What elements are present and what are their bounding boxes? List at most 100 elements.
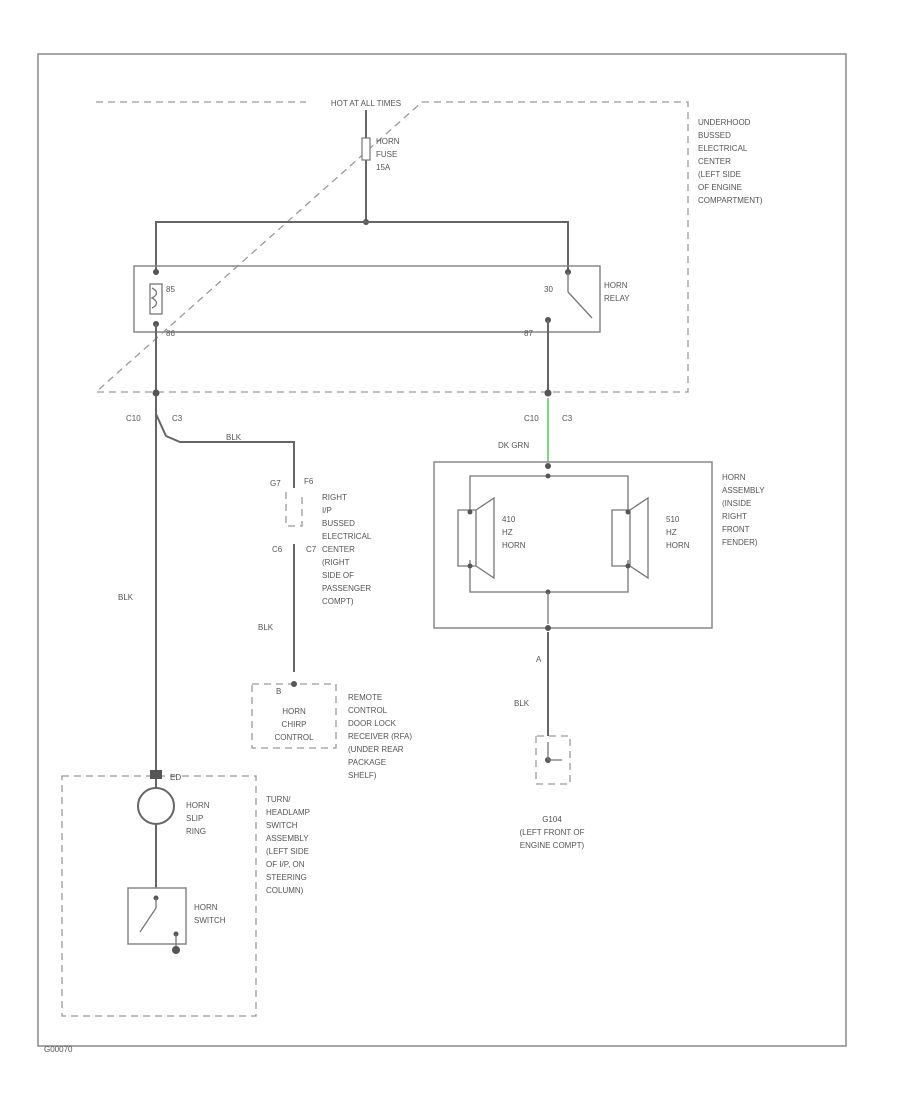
relay-pin-86-label: 86 (166, 329, 175, 338)
right-connector-c1: C10 (524, 414, 539, 423)
ip-pin-b: F6 (304, 477, 314, 486)
horn-pin-a-label: A (536, 655, 542, 664)
high-horn-label-3: HORN (666, 541, 690, 550)
ground-id: G104 (542, 815, 562, 824)
left-connector-c2: C3 (172, 414, 183, 423)
chirp-desc-4: RECEIVER (RFA) (348, 732, 412, 741)
low-horn-label-1: 410 (502, 515, 516, 524)
blk-wire-label-left: BLK (118, 593, 134, 602)
left-connector-pin (152, 389, 160, 397)
fuse-label-1: HORN (376, 137, 400, 146)
horn-assembly-line-4: RIGHT (722, 512, 747, 521)
underhood-center-line-6: OF ENGINE (698, 183, 742, 192)
horn-switch-label-2: SWITCH (194, 916, 226, 925)
assembly-line-1: TURN/ (266, 795, 291, 804)
relay-pin-87-label: 87 (524, 329, 533, 338)
right-connector-pin (544, 389, 552, 397)
ip-line-1: RIGHT (322, 493, 347, 502)
high-horn-pin-top (625, 509, 631, 515)
relay-pin-85-label: 85 (166, 285, 175, 294)
ground-line-2: ENGINE COMPT) (520, 841, 585, 850)
horn-assembly-line-1: HORN (722, 473, 746, 482)
horn-relay (133, 265, 601, 333)
assembly-line-7: STEERING (266, 873, 307, 882)
ground-line-1: (LEFT FRONT OF (519, 828, 584, 837)
diagram-frame (37, 53, 847, 1047)
slip-ring-pin-label: ED (170, 773, 181, 782)
high-horn-label-1: 510 (666, 515, 680, 524)
fuse-label-3: 15A (376, 163, 391, 172)
horn-switch-ground (172, 946, 180, 954)
relay-label-2: RELAY (604, 294, 630, 303)
assembly-line-4: ASSEMBLY (266, 834, 309, 843)
horn-assembly-pin-bottom (545, 625, 551, 631)
chirp-desc-7: SHELF) (348, 771, 377, 780)
slip-ring-label-2: SLIP (186, 814, 203, 823)
relay-coil (149, 283, 163, 315)
chirp-desc-3: DOOR LOCK (348, 719, 397, 728)
chirp-desc-6: PACKAGE (348, 758, 386, 767)
chirp-desc-1: REMOTE (348, 693, 382, 702)
high-horn-label-2: HZ (666, 528, 677, 537)
right-connector-c2: C3 (562, 414, 573, 423)
power-label: HOT AT ALL TIMES (331, 99, 401, 108)
assembly-line-8: COLUMN) (266, 886, 304, 895)
horn-switch-label-1: HORN (194, 903, 218, 912)
horn-fuse (361, 137, 371, 161)
slip-ring-label-3: RING (186, 827, 206, 836)
left-connector-c1: C10 (126, 414, 141, 423)
ground-symbol (547, 742, 562, 761)
ip-center-outline (285, 492, 303, 527)
slip-ring-connector (150, 770, 162, 779)
horn-switch (127, 887, 187, 945)
blk-wire-label-mid: BLK (258, 623, 274, 632)
horn-chirp-label-1: HORN (282, 707, 306, 716)
blk-wire-label-ground: BLK (514, 699, 530, 708)
ip-line-3: BUSSED (322, 519, 355, 528)
relay-contact-arm (567, 291, 593, 319)
relay-coil-winding (150, 287, 158, 309)
underhood-center-line-3: ELECTRICAL (698, 144, 748, 153)
underhood-center-line-2: BUSSED (698, 131, 731, 140)
horn-chirp-pin (291, 681, 297, 687)
ip-line-4: ELECTRICAL (322, 532, 372, 541)
ip-line-9: COMPT) (322, 597, 354, 606)
assembly-line-5: (LEFT SIDE (266, 847, 309, 856)
relay-pin-85 (153, 269, 159, 275)
ip-line-7: SIDE OF (322, 571, 354, 580)
horn-assembly-line-6: FENDER) (722, 538, 758, 547)
horn-slip-ring (137, 787, 175, 825)
horn-assembly-pin-top (545, 463, 551, 469)
underhood-center-line-7: COMPARTMENT) (698, 196, 763, 205)
low-horn-pin-top (467, 509, 473, 515)
horn-switch-contact (139, 907, 157, 933)
horn-assembly-line-5: FRONT (722, 525, 750, 534)
relay-label-1: HORN (604, 281, 628, 290)
horn-assembly (433, 461, 713, 629)
assembly-line-2: HEADLAMP (266, 808, 310, 817)
ip-line-8: PASSENGER (322, 584, 371, 593)
ip-line-6: (RIGHT (322, 558, 350, 567)
slip-ring-label-1: HORN (186, 801, 210, 810)
ip-connector-a: C6 (272, 545, 283, 554)
ip-line-5: CENTER (322, 545, 355, 554)
underhood-center-line-5: (LEFT SIDE (698, 170, 741, 179)
relay-feed-bus (155, 221, 569, 270)
underhood-center-line-4: CENTER (698, 157, 731, 166)
blk-wire-to-ip (155, 396, 295, 488)
low-horn-label-2: HZ (502, 528, 513, 537)
dk-grn-wire-label: DK GRN (498, 441, 529, 450)
low-note-horn-icon (457, 496, 495, 580)
underhood-center-line-1: UNDERHOOD (698, 118, 751, 127)
underhood-center-outline (94, 101, 689, 393)
relay-pin-30-label: 30 (544, 285, 553, 294)
horn-assembly-line-2: ASSEMBLY (722, 486, 765, 495)
chirp-desc-2: CONTROL (348, 706, 388, 715)
assembly-line-3: SWITCH (266, 821, 298, 830)
horn-chirp-pin-label: B (276, 687, 281, 696)
blk-wire-label-short: BLK (226, 433, 242, 442)
ip-line-2: I/P (322, 506, 332, 515)
ip-pin-a: G7 (270, 479, 281, 488)
low-horn-label-3: HORN (502, 541, 526, 550)
